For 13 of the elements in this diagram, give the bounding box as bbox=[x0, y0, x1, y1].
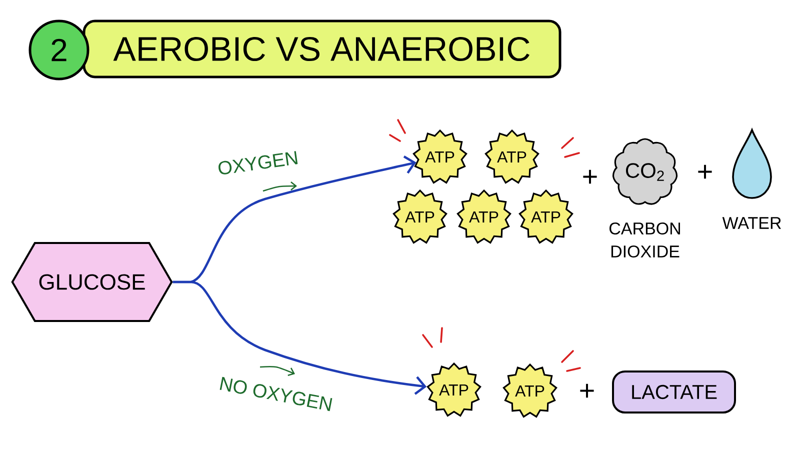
node-label: CARBON DIOXIDE bbox=[610, 222, 680, 258]
edge-label: NO OXYGEN bbox=[217, 375, 335, 413]
plus-sign: + bbox=[580, 384, 594, 398]
rounded-box: LACTATE bbox=[612, 370, 736, 414]
title-banner: AEROBIC VS ANAEROBIC bbox=[82, 20, 562, 78]
water-drop bbox=[732, 129, 772, 199]
plus-sign: + bbox=[698, 164, 712, 179]
node-label: WATER bbox=[722, 217, 781, 229]
number-badge: 2 bbox=[28, 20, 90, 80]
edge-label: OXYGEN bbox=[216, 150, 300, 176]
hexagon: GLUCOSE bbox=[11, 242, 173, 322]
cloud: CO$_{2}$ bbox=[612, 138, 678, 205]
plus-sign: + bbox=[583, 170, 597, 184]
